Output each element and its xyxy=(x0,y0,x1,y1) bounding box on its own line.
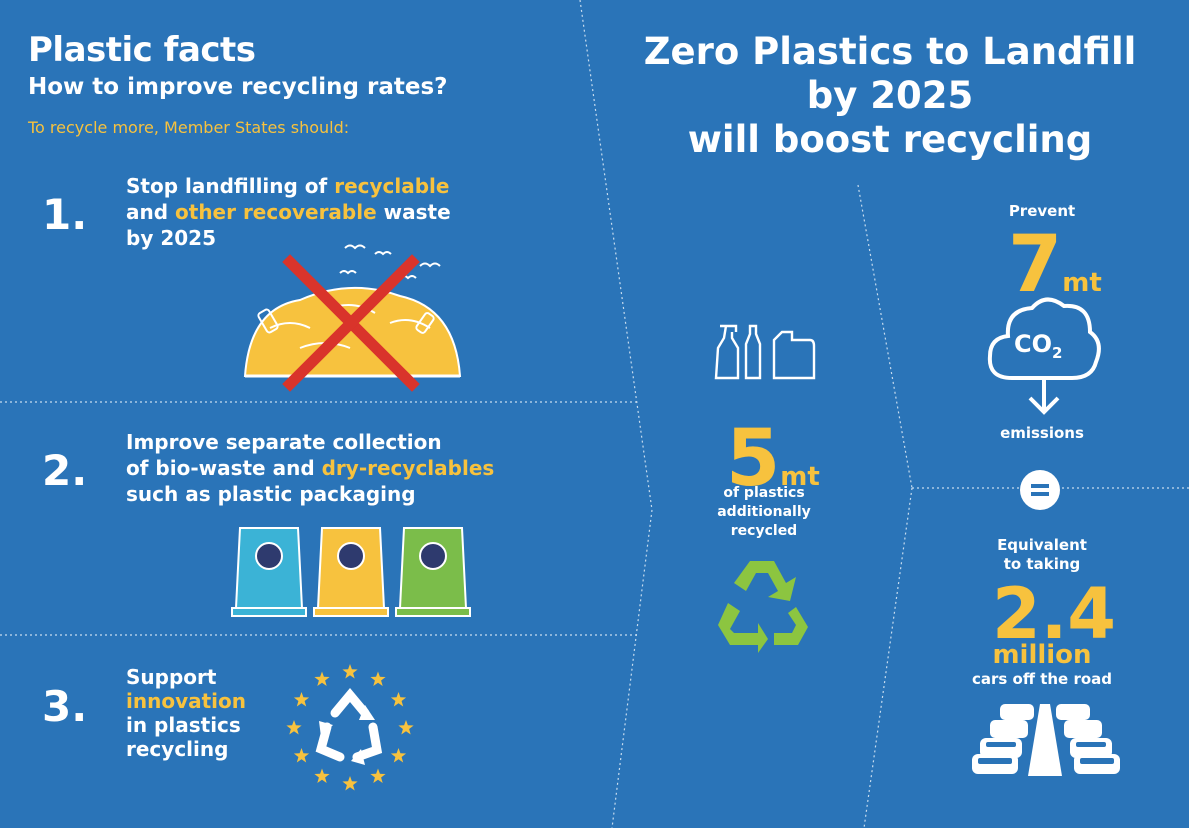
star-icon xyxy=(390,692,407,707)
co2-cloud-label: CO2 xyxy=(1014,330,1063,362)
birds-icon xyxy=(339,244,441,280)
cars-icon xyxy=(972,704,1120,776)
recycled-value: 5mt xyxy=(726,414,820,504)
star-icon xyxy=(342,664,358,679)
page-subtitle: How to improve recycling rates? xyxy=(28,74,448,100)
cars-label-bottom: cars off the road xyxy=(971,670,1113,688)
co2-prevent-label: Prevent xyxy=(1008,202,1076,220)
intro-text: To recycle more, Member States should: xyxy=(28,118,350,137)
landfill-icon xyxy=(243,244,462,392)
star-icon xyxy=(314,768,330,783)
co2-emissions-label: emissions xyxy=(1000,424,1084,442)
eu-recycle-icon xyxy=(286,664,414,791)
item-1-text: Stop landfilling of recyclable and other… xyxy=(126,174,451,250)
star-icon xyxy=(370,671,386,686)
item-1-number: 1. xyxy=(42,190,88,239)
star-icon xyxy=(293,748,310,763)
item-2-number: 2. xyxy=(42,446,88,495)
right-title: Zero Plastics to Landfill by 2025 will b… xyxy=(643,30,1137,161)
recycle-icon xyxy=(718,561,808,653)
item-3-text: Support innovation in plastics recycling xyxy=(126,665,246,761)
star-icon xyxy=(370,768,386,783)
star-icon xyxy=(398,720,414,735)
star-icon xyxy=(286,720,302,735)
item-3-number: 3. xyxy=(42,682,88,731)
cars-value: 2.4 xyxy=(992,573,1117,655)
cars-unit: million xyxy=(992,640,1092,670)
equals-icon xyxy=(1020,470,1060,510)
page-title: Plastic facts xyxy=(28,30,256,70)
recycled-label: of plastics additionally recycled xyxy=(717,485,811,539)
bottles-icon xyxy=(714,324,816,380)
co2-cloud-icon xyxy=(987,297,1101,415)
cross-icon xyxy=(282,254,420,392)
star-icon xyxy=(293,692,310,707)
star-icon xyxy=(342,776,358,791)
co2-value: 7mt xyxy=(1008,220,1102,310)
star-icon xyxy=(390,748,407,763)
star-icon xyxy=(314,671,330,686)
bins-icon xyxy=(231,527,471,617)
cars-label-top: Equivalent to taking xyxy=(997,536,1087,573)
item-2-text: Improve separate collection of bio-waste… xyxy=(126,430,495,506)
